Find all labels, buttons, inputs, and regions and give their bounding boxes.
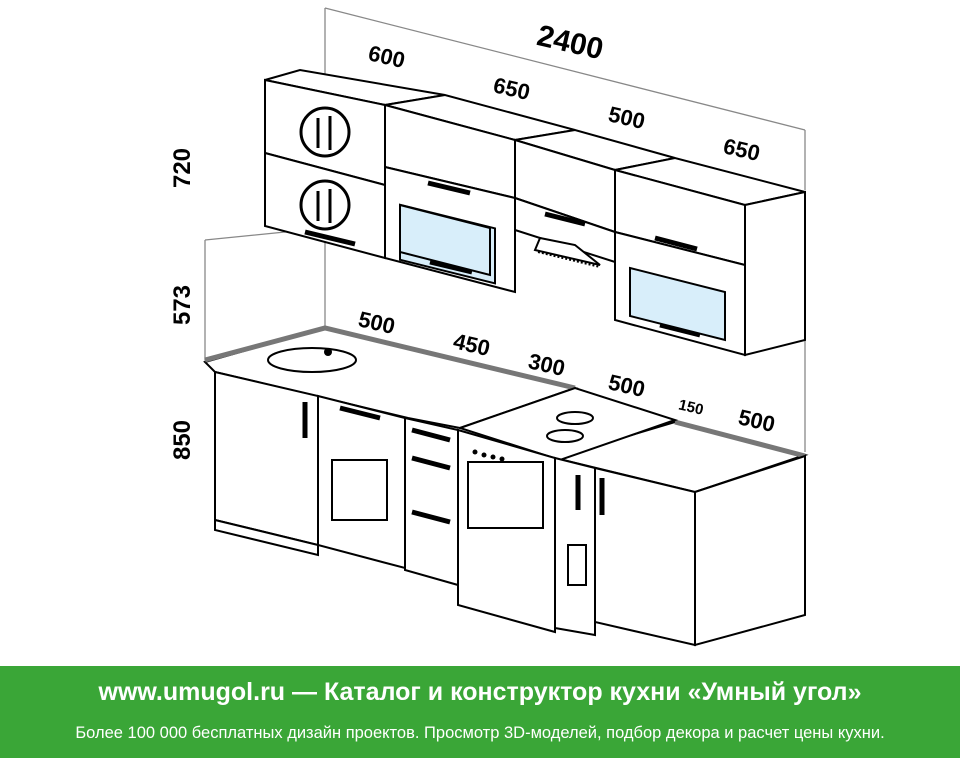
footer-subtitle: Более 100 000 бесплатных дизайн проектов… <box>75 724 885 742</box>
dim-upper-4: 650 <box>721 133 762 166</box>
kitchen-drawing: 2400 600 650 500 650 500 450 300 500 150… <box>169 7 809 647</box>
dim-upper-1: 600 <box>366 40 407 73</box>
dim-upper-2: 650 <box>491 72 532 105</box>
dishwasher <box>317 394 406 570</box>
sink-icon <box>267 347 357 373</box>
hood-icon <box>533 236 601 268</box>
glass-panes <box>399 203 726 342</box>
worktop-edge <box>204 325 806 459</box>
dim-lower-2: 450 <box>451 328 492 361</box>
drawer-unit <box>404 416 459 587</box>
dim-upper-3: 500 <box>606 101 647 134</box>
lower-sink-cabinet <box>214 370 319 557</box>
cutlery-icon-2 <box>299 179 351 231</box>
oven <box>457 428 556 634</box>
bottle-rack <box>554 456 596 637</box>
lower-handles <box>302 402 605 525</box>
dim-lower-4: 500 <box>606 369 647 402</box>
dim-lower-5: 150 <box>677 397 705 419</box>
footer-title[interactable]: www.umugol.ru — Каталог и конструктор ку… <box>98 678 862 706</box>
oven-dots <box>472 449 505 462</box>
dim-lower-6: 500 <box>736 404 777 437</box>
footer-banner: www.umugol.ru — Каталог и конструктор ку… <box>0 666 960 758</box>
lower-right-cabinet <box>594 454 806 647</box>
upper-handles <box>304 180 701 338</box>
dim-lower-1: 500 <box>356 306 397 339</box>
cutlery-icon <box>299 106 351 158</box>
dim-height-upper: 720 <box>169 148 196 188</box>
upper-cabinet-500 <box>514 128 676 264</box>
dim-height-gap: 573 <box>169 285 196 325</box>
dim-height-lower: 850 <box>169 420 196 460</box>
dim-total-width: 2400 <box>534 19 606 66</box>
